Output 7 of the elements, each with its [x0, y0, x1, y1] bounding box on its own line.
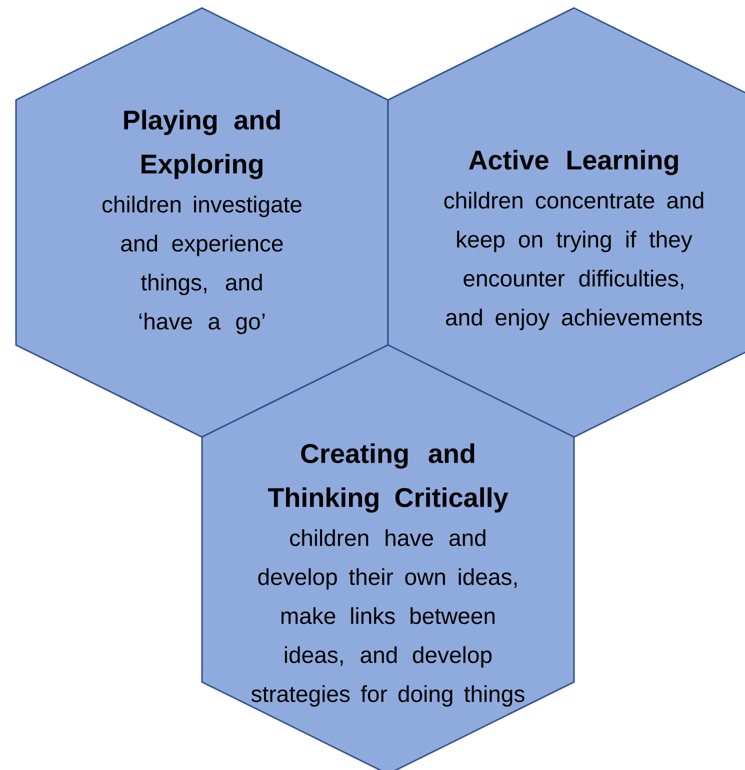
- node-label: children have and develop their own ideas, make links between ideas, and develop strategies for doing things: [251, 529, 524, 707]
- hexagon: Creating and Thinking Critically children have and develop their own ideas, make links between ideas, and develop strategies for doing things: [201, 344, 575, 770]
- hexagon: Playing and Exploring children investigate and experience things, and ‘have a go’: [15, 7, 389, 438]
- node-label: Active Learning: [468, 150, 678, 176]
- hexagon: Active Learning children concentrate and keep on trying if they encounter difficulties, and enjoy achievements: [387, 7, 745, 438]
- node-label: children concentrate and keep on trying if they encounter difficulties, and enjoy achievements: [444, 192, 704, 330]
- node-label: Creating and Thinking Critically: [268, 443, 508, 513]
